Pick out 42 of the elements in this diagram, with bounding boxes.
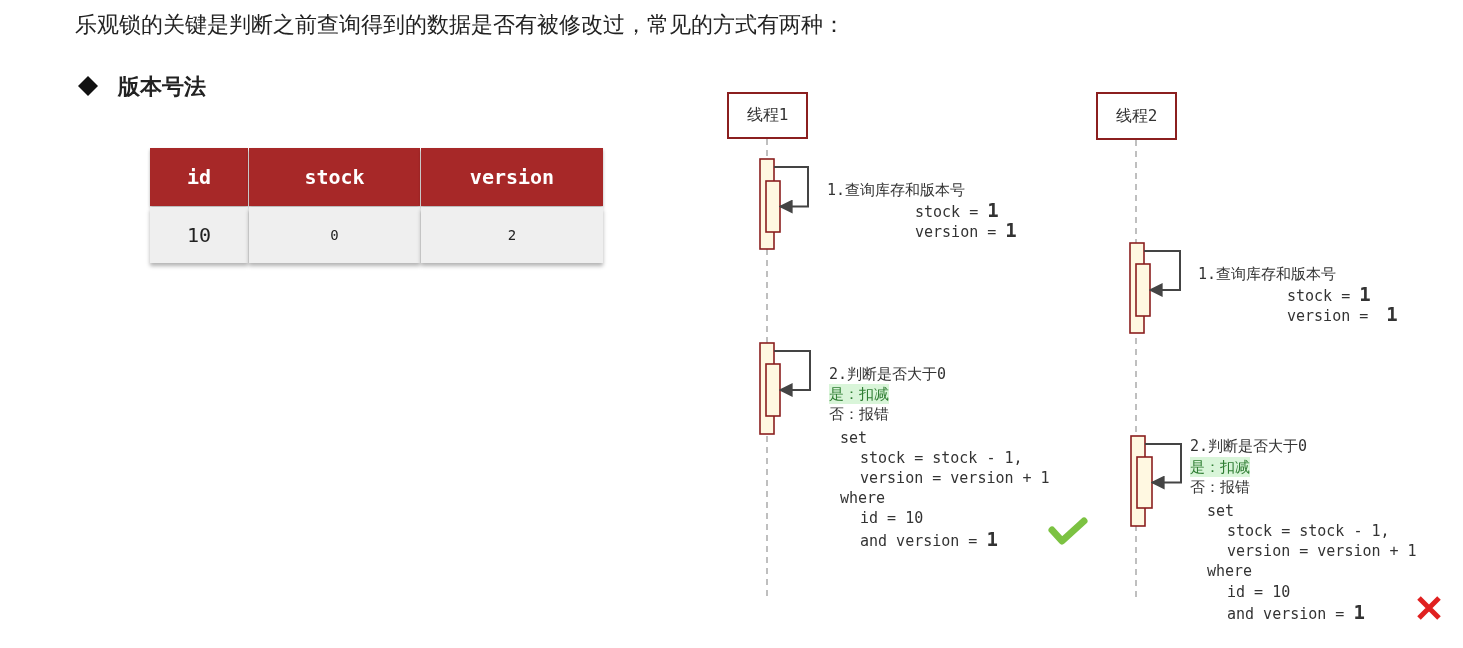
table-cell: 0: [249, 207, 420, 263]
code-text: id = 10: [860, 508, 924, 528]
highlighted-text: 是：扣减: [1190, 457, 1250, 477]
self-message-arrow: [1144, 443, 1182, 490]
code-text: stock = 1: [1287, 284, 1371, 306]
code-text: id = 10: [1227, 582, 1291, 602]
participant-box: 线程1: [727, 92, 808, 139]
code-text: version = 1: [1287, 304, 1398, 326]
activation-bar: [765, 180, 781, 233]
table-cell: 10: [150, 207, 248, 263]
code-text: set: [840, 428, 868, 448]
activation-bar: [1135, 263, 1151, 317]
code-text: 否：报错: [1190, 477, 1250, 497]
code-text: where: [1207, 561, 1253, 581]
code-text: 否：报错: [829, 404, 889, 424]
message-label: 2.判断是否大于0: [829, 364, 947, 384]
message-label: 2.判断是否大于0: [1190, 436, 1308, 456]
table-cell: 2: [421, 207, 603, 263]
message-label: 1.查询库存和版本号: [1198, 264, 1337, 284]
message-label: 1.查询库存和版本号: [827, 180, 966, 200]
activation-bar: [1136, 456, 1153, 509]
title-text: 乐观锁的关键是判断之前查询得到的数据是否有被修改过，常见的方式有两种：: [75, 11, 845, 39]
code-text: version = version + 1: [860, 468, 1050, 488]
code-text: stock = stock - 1,: [860, 448, 1023, 468]
code-text: set: [1207, 501, 1235, 521]
column-header: stock: [249, 148, 420, 206]
self-message-arrow: [773, 350, 811, 397]
code-text: and version = 1: [860, 529, 998, 551]
self-message-arrow: [773, 166, 809, 214]
self-message-arrow: [1143, 250, 1181, 297]
activation-bar: [765, 363, 781, 417]
code-text: stock = 1: [915, 200, 999, 222]
column-header: id: [150, 148, 248, 206]
code-text: stock = stock - 1,: [1227, 521, 1390, 541]
column-header: version: [421, 148, 603, 206]
code-text: and version = 1: [1227, 602, 1365, 624]
code-text: where: [840, 488, 886, 508]
section-heading: 版本号法: [118, 73, 206, 101]
participant-box: 线程2: [1096, 92, 1177, 140]
code-text: version = 1: [915, 220, 1017, 242]
highlighted-text: 是：扣减: [829, 384, 889, 404]
code-text: version = version + 1: [1227, 541, 1417, 561]
